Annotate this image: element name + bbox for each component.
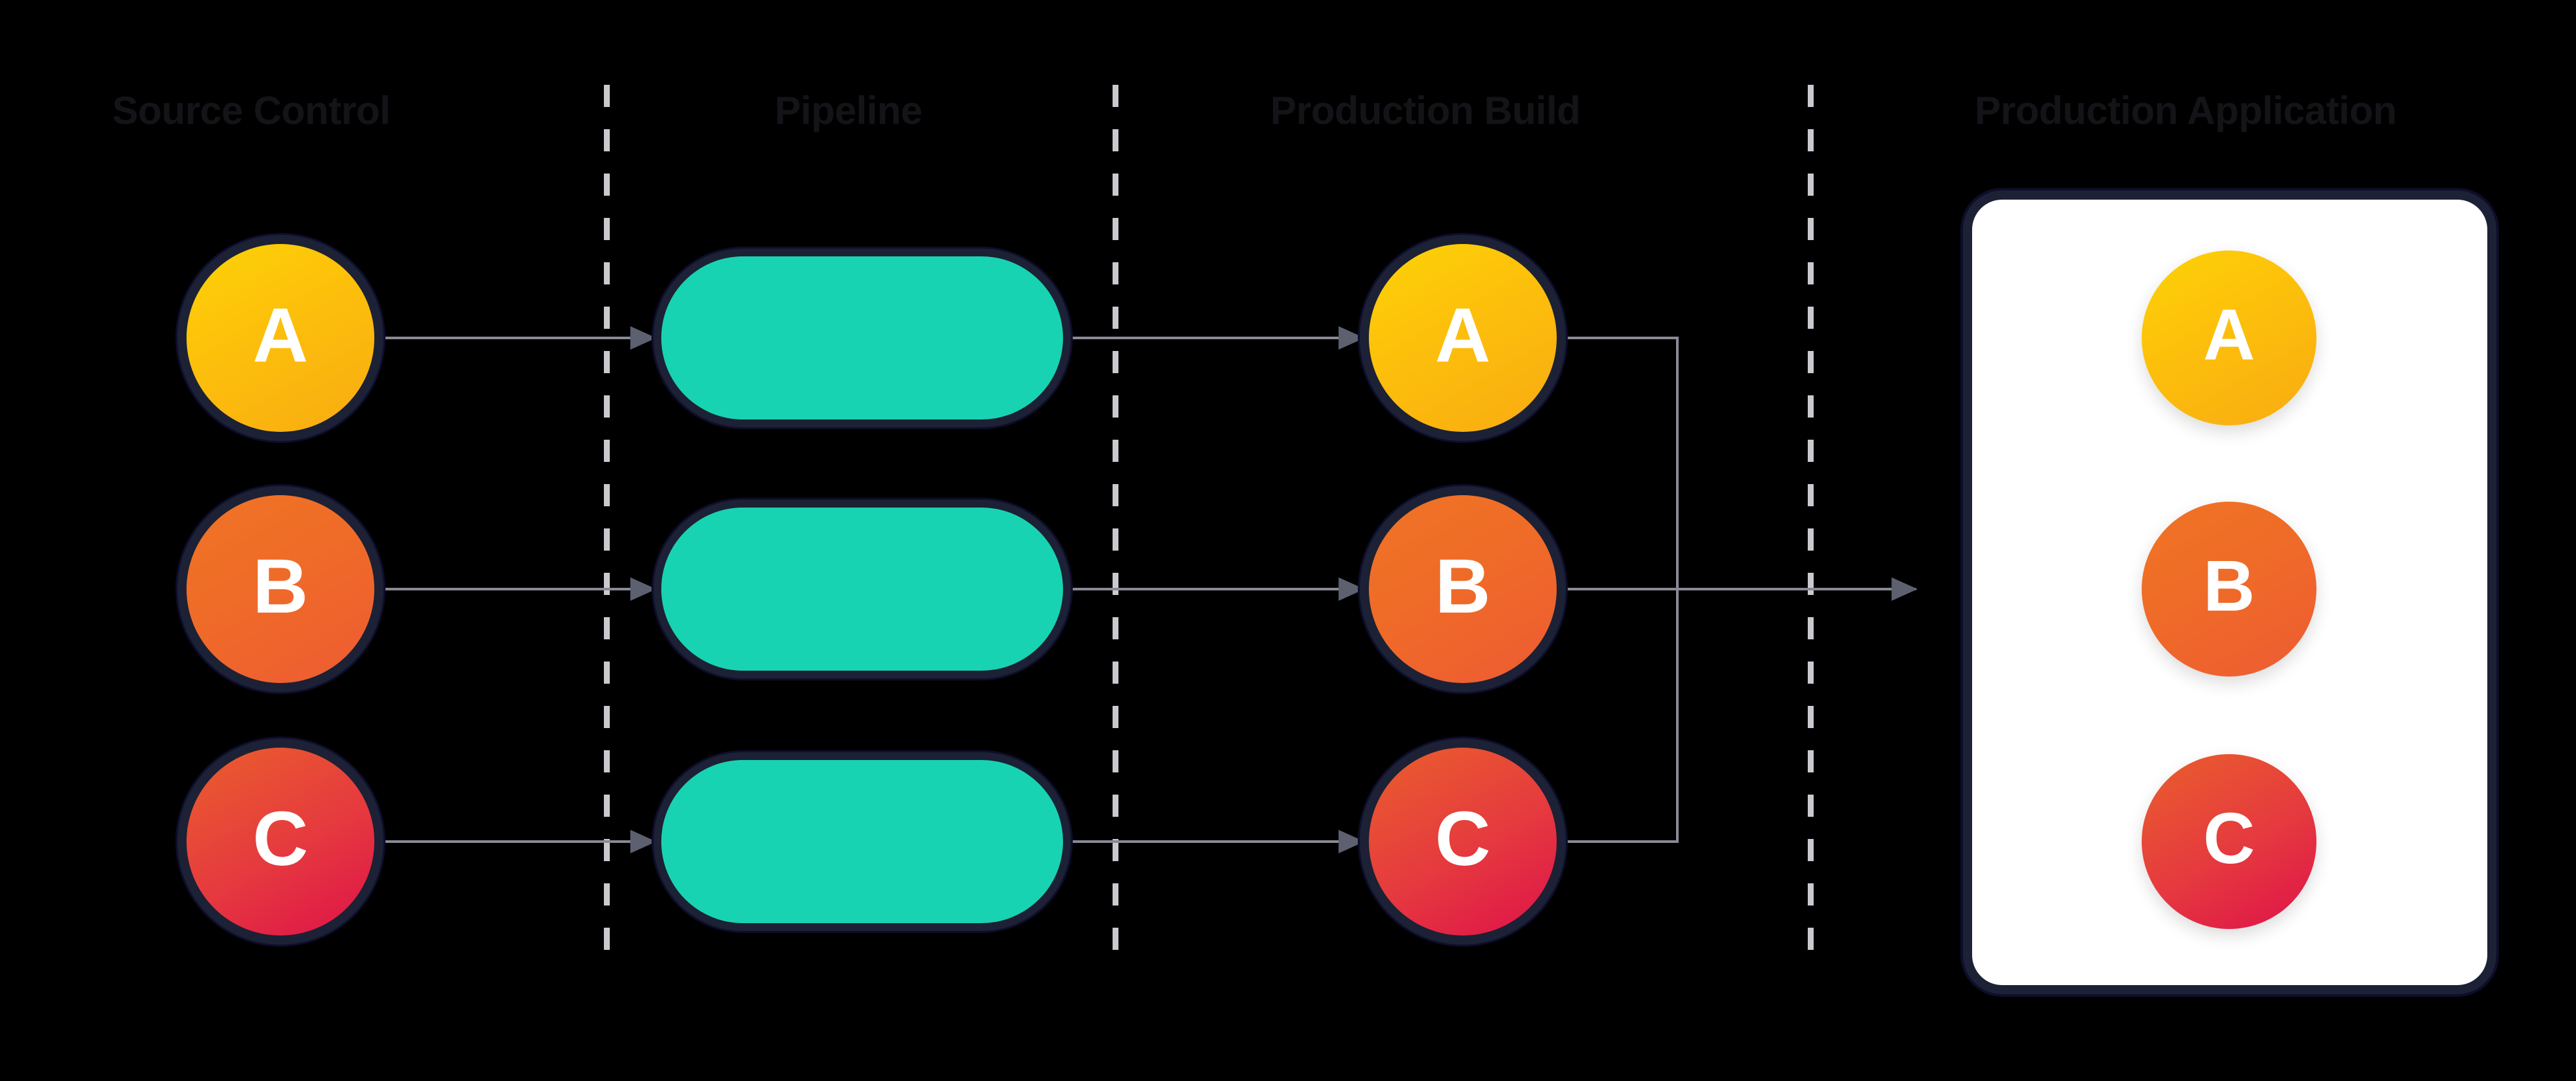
column-divider-3 [1808,85,1814,972]
source-node-b-label: B [252,543,308,630]
column-header-production-application: Production Application [1975,89,2397,132]
app-node-b-label: B [2203,546,2255,626]
production-app-card[interactable]: A B C [1972,200,2487,985]
column-header-pipeline: Pipeline [775,89,923,132]
pipeline-stage-a[interactable] [661,256,1063,419]
source-node-c[interactable]: C [187,748,374,936]
app-node-a-label: A [2203,295,2255,375]
column-divider-2 [1113,85,1118,972]
app-node-c-label: C [2203,799,2255,879]
source-node-a-label: A [252,292,308,378]
build-node-b-label: B [1435,543,1491,630]
app-node-c[interactable]: C [2142,754,2316,929]
column-divider-1 [604,85,610,972]
column-header-production-build: Production Build [1270,89,1581,132]
build-node-b[interactable]: B [1369,495,1557,683]
source-node-b[interactable]: B [187,495,374,683]
pipeline-stage-b[interactable] [661,508,1063,671]
app-node-b[interactable]: B [2142,502,2316,677]
pipeline-stage-c[interactable] [661,760,1063,923]
wire-build-a-merge [1560,337,1679,589]
build-node-a-label: A [1435,292,1491,378]
source-node-c-label: C [252,796,308,882]
source-node-a[interactable]: A [187,244,374,432]
build-node-c-label: C [1435,796,1491,882]
wire-build-c-merge [1560,589,1679,843]
build-node-a[interactable]: A [1369,244,1557,432]
column-header-source-control: Source Control [112,89,391,132]
build-node-c[interactable]: C [1369,748,1557,936]
app-node-a[interactable]: A [2142,251,2316,425]
